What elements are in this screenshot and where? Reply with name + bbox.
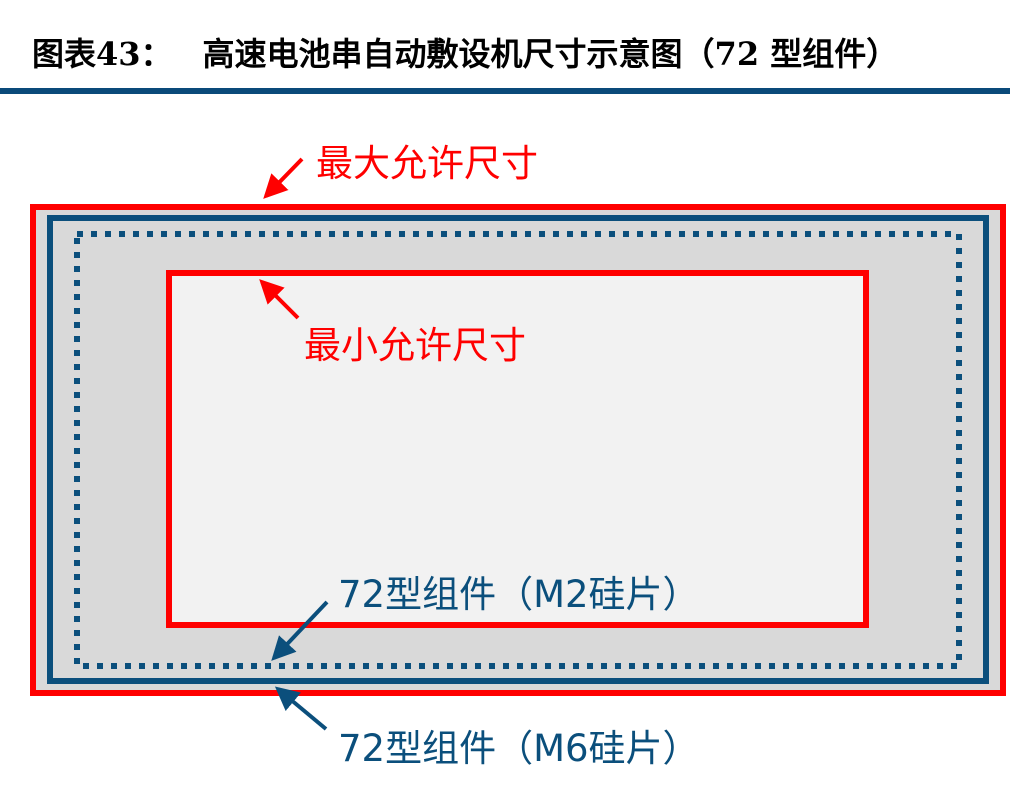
figure-title-text: 高速电池串自动敷设机尺寸示意图（72 型组件） xyxy=(202,35,899,73)
m2-module-arrow-icon xyxy=(271,600,329,661)
max-size-arrow-icon xyxy=(263,157,304,199)
header-divider xyxy=(0,88,1010,94)
min-size-arrow-icon xyxy=(259,279,300,320)
m2-module-rect xyxy=(74,231,962,669)
min-size-label: 最小允许尺寸 xyxy=(304,324,526,367)
m2-module-label: 72型组件（M2硅片） xyxy=(338,573,700,616)
min-allowed-rect xyxy=(166,270,869,628)
figure-title: 图表43： 高速电池串自动敷设机尺寸示意图（72 型组件） xyxy=(32,28,898,80)
m6-module-rect xyxy=(47,215,989,684)
max-size-label: 最大允许尺寸 xyxy=(316,142,538,185)
m6-module-label: 72型组件（M6硅片） xyxy=(338,727,700,770)
m6-module-arrow-icon xyxy=(274,686,328,731)
figure-number: 图表43： xyxy=(32,35,173,73)
